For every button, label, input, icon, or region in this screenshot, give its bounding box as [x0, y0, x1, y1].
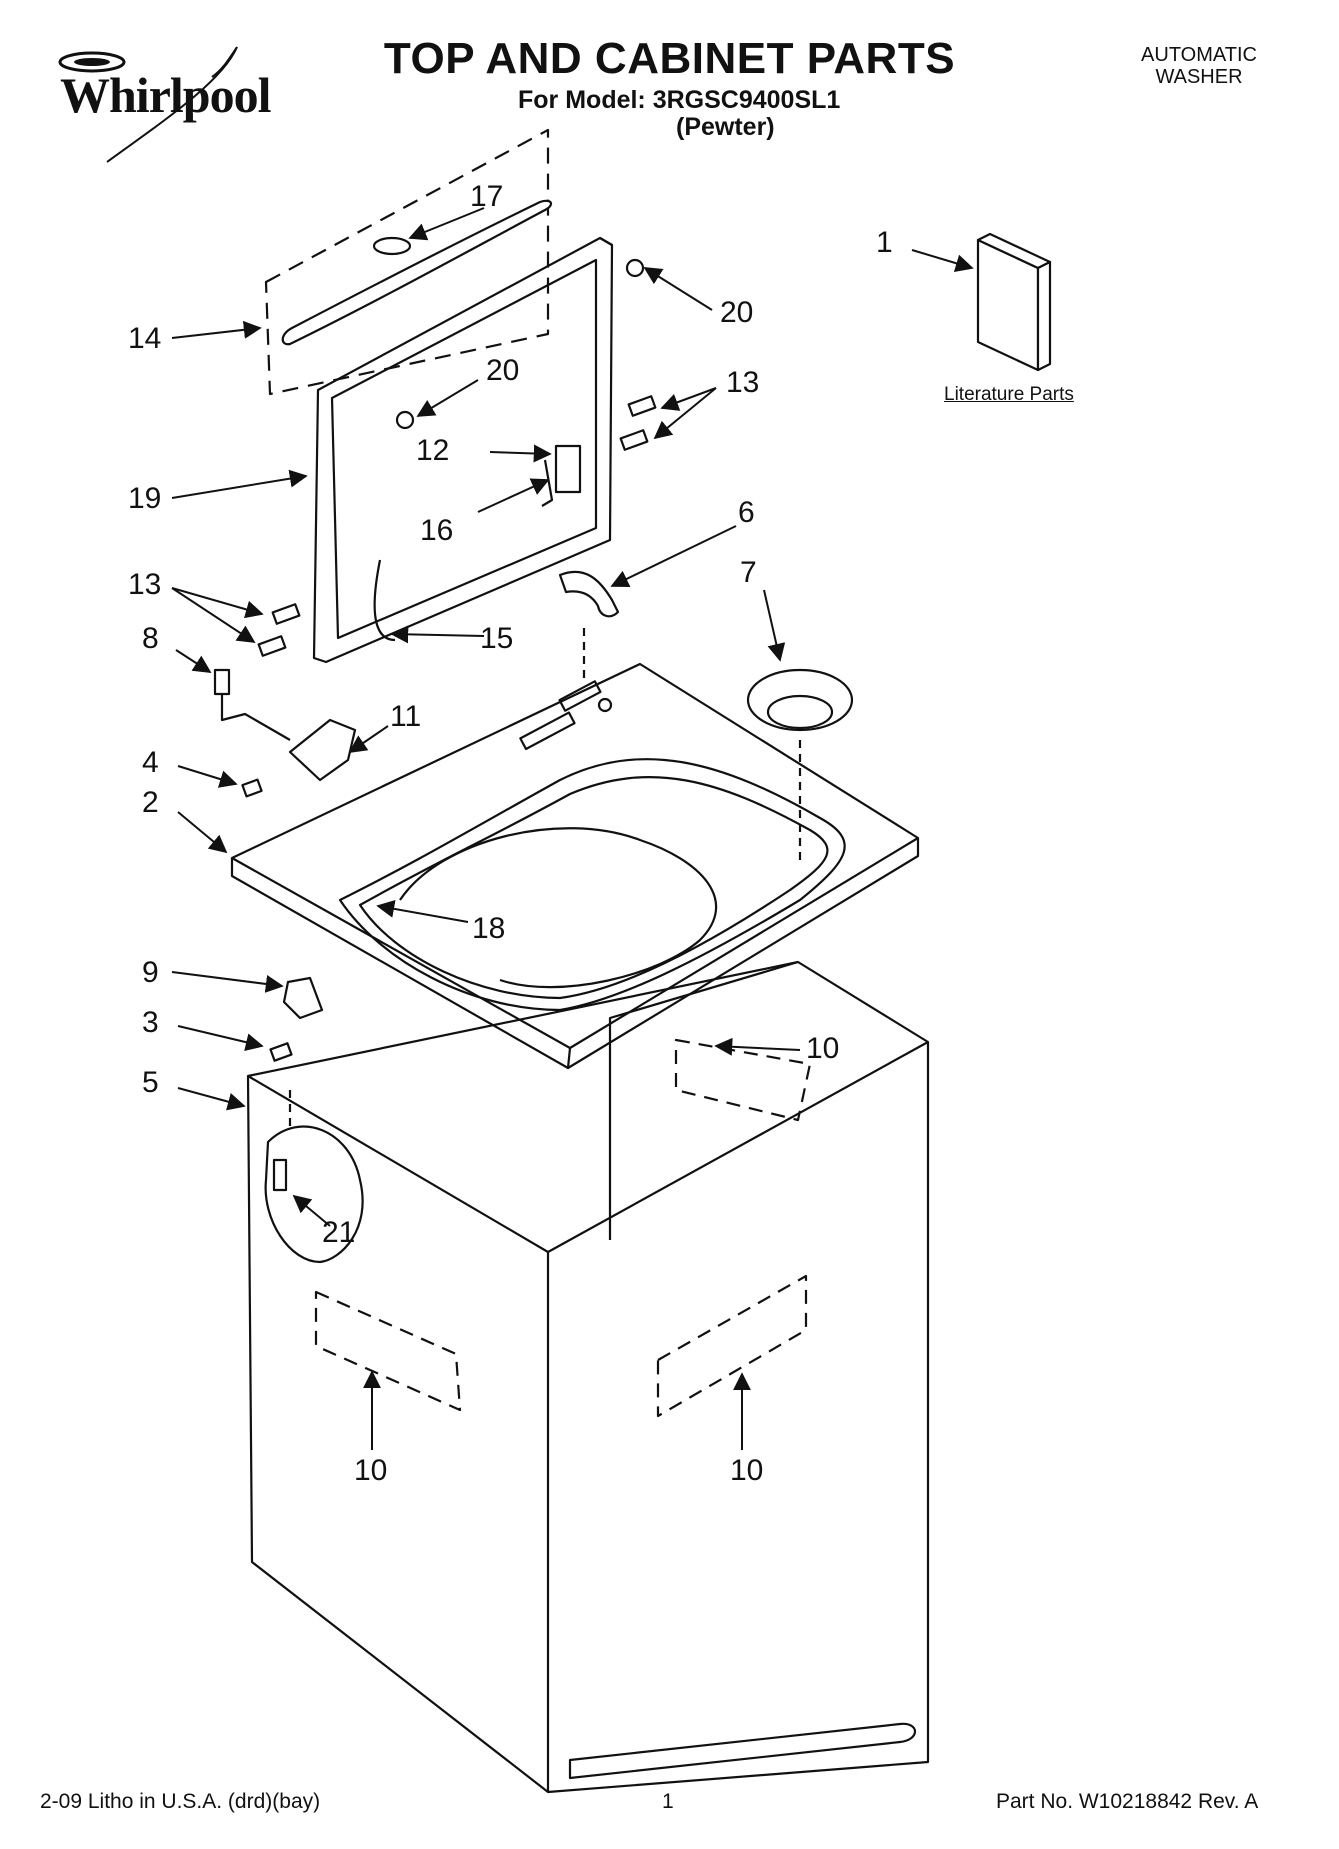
hinge-spring — [541, 459, 554, 507]
callout-19: 19 — [128, 482, 161, 515]
callout-3: 3 — [142, 1006, 159, 1039]
cabinet-cutaway — [264, 1125, 364, 1264]
lid-switch — [288, 718, 357, 782]
callout-13-right: 13 — [726, 366, 759, 399]
lid-handle — [281, 199, 553, 346]
hinge-bracket — [554, 444, 582, 494]
callout-10-right: 10 — [730, 1454, 763, 1487]
footer-print-info: 2-09 Litho in U.S.A. (drd)(bay) — [40, 1790, 321, 1813]
literature-parts-label: Literature Parts — [944, 384, 1074, 405]
part-number: Part No. W10218842 Rev. A — [996, 1790, 1259, 1813]
cabinet-screw — [272, 1158, 288, 1192]
page-number: 1 — [662, 1790, 674, 1813]
top-clip — [241, 778, 263, 798]
callout-15: 15 — [480, 622, 513, 655]
label-region-left — [314, 1290, 462, 1412]
lid-switch-clip — [558, 570, 620, 618]
callout-numbers: 1 14 17 20 20 12 13 19 16 6 7 13 8 15 11… — [128, 180, 893, 1487]
callout-8: 8 — [142, 622, 159, 655]
screw-d — [257, 635, 287, 657]
product-type: AUTOMATIC WASHER — [1119, 44, 1279, 88]
lid-frame — [312, 236, 614, 664]
screw-c — [271, 603, 301, 625]
label-region-top — [674, 1038, 812, 1122]
callout-9: 9 — [142, 956, 159, 989]
dispenser-cup-inner — [766, 694, 834, 730]
callout-21: 21 — [322, 1216, 355, 1249]
washer-top-panel — [230, 662, 920, 1070]
retainer-clip — [269, 1042, 293, 1062]
washer-cabinet — [246, 960, 930, 1794]
callout-10-left: 10 — [354, 1454, 387, 1487]
callout-17: 17 — [470, 180, 503, 213]
callout-14: 14 — [128, 322, 161, 355]
model-number: For Model: 3RGSC9400SL1 — [518, 86, 841, 114]
callout-20-top: 20 — [720, 296, 753, 329]
literature-booklet — [976, 232, 1052, 372]
handle-insert — [372, 236, 412, 256]
callout-11: 11 — [390, 700, 421, 733]
lid-bumper-left — [395, 410, 415, 430]
lid-bumper-top — [625, 258, 645, 278]
callout-2: 2 — [142, 786, 159, 819]
color-variant: (Pewter) — [676, 113, 775, 141]
callout-13-left: 13 — [128, 568, 161, 601]
page-title: TOP AND CABINET PARTS — [383, 34, 956, 83]
callout-10-top: 10 — [806, 1032, 839, 1065]
product-type-line1: AUTOMATIC — [1141, 44, 1257, 66]
callout-16: 16 — [420, 514, 453, 547]
mounting-screw — [213, 668, 231, 696]
callout-4: 4 — [142, 746, 159, 779]
switch-wire — [220, 694, 291, 741]
callout-1: 1 — [876, 226, 893, 259]
whirlpool-logo: Whirlpool — [60, 67, 271, 123]
dispenser-cup — [746, 668, 854, 732]
lid-glass-outline — [264, 128, 550, 396]
label-region-right — [656, 1274, 808, 1418]
product-type-line2: WASHER — [1155, 66, 1243, 88]
callout-18: 18 — [472, 912, 505, 945]
screw-b — [619, 429, 649, 451]
screw-a — [627, 395, 657, 417]
switch-actuator — [282, 976, 324, 1020]
lid-pin — [373, 559, 396, 642]
whirlpool-logo-swirl-icon — [58, 46, 238, 163]
leader-arrows — [171, 207, 974, 1450]
callout-7: 7 — [740, 556, 757, 589]
callout-20-left: 20 — [486, 354, 519, 387]
callout-6: 6 — [738, 496, 755, 529]
callout-12: 12 — [416, 434, 449, 467]
callout-5: 5 — [142, 1066, 159, 1099]
